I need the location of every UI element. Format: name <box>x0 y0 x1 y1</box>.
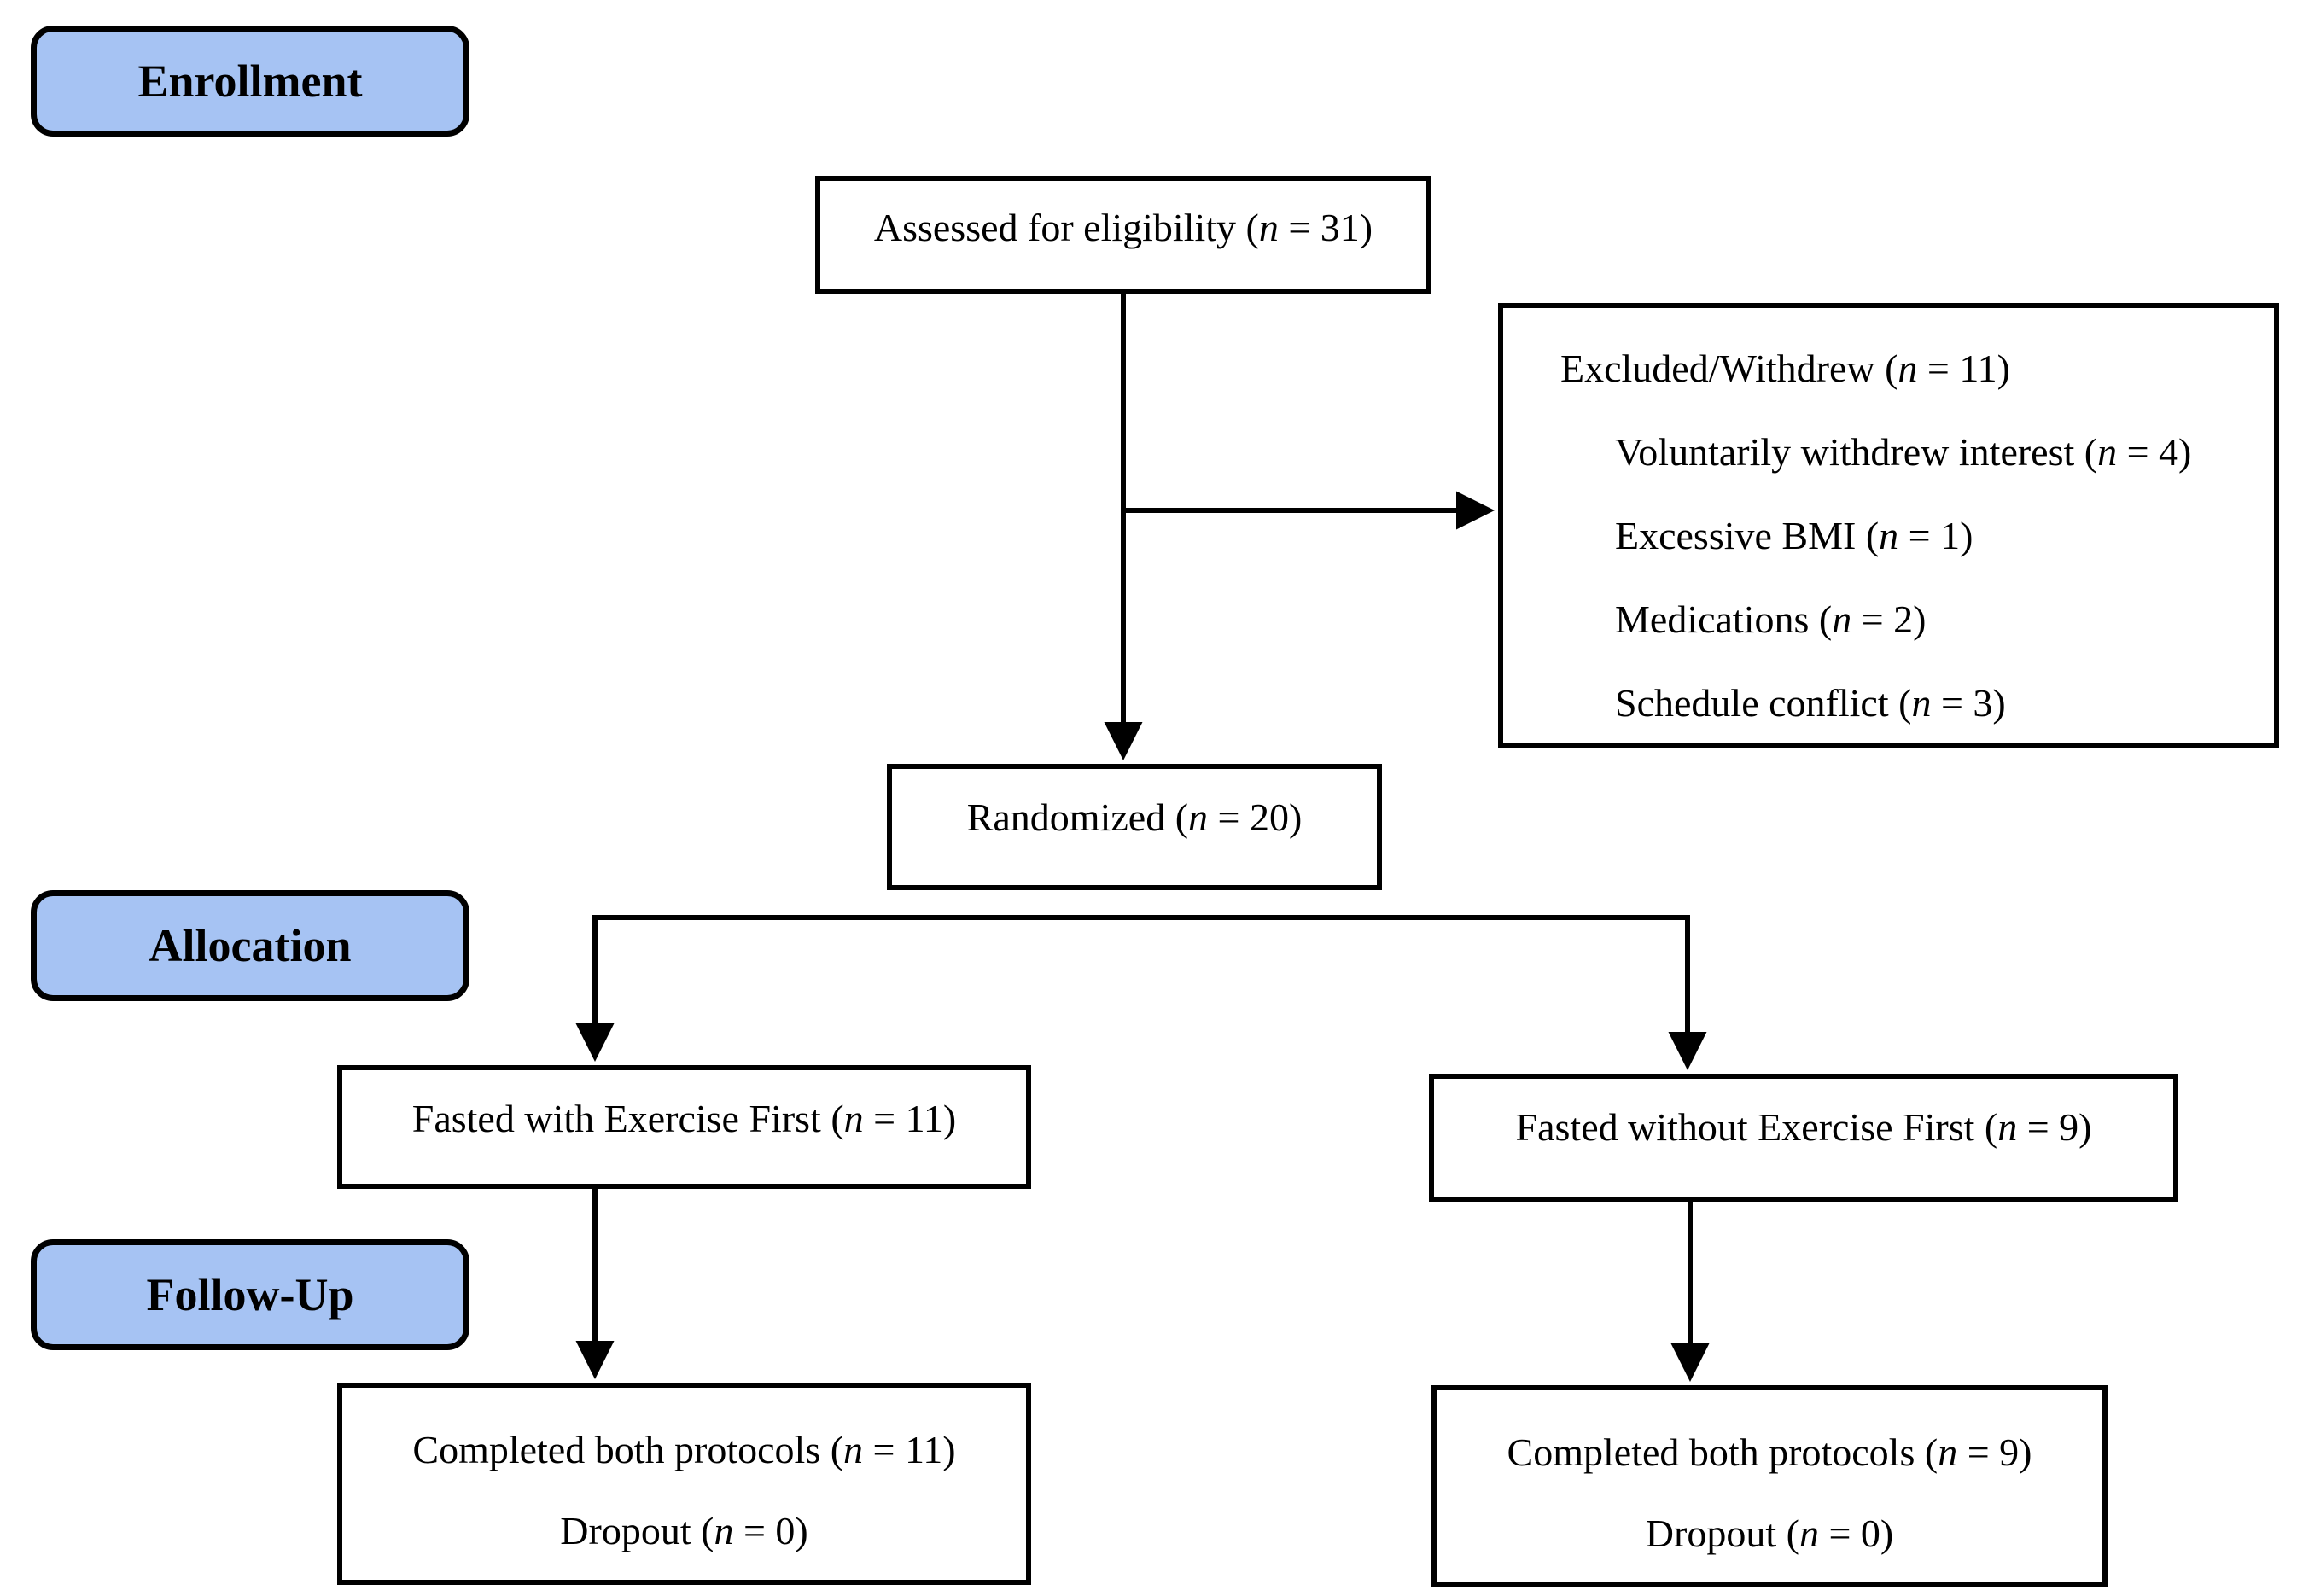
followup-left-dropout: Dropout (n = 0) <box>560 1509 808 1552</box>
assessed-text: Assessed for eligibility (n = 31) <box>873 206 1373 249</box>
randomized-box: Randomized (n = 20) <box>887 764 1382 890</box>
excluded-reason: Excessive BMI (n = 1) <box>1615 514 1973 557</box>
n-italic: n <box>1997 1105 2018 1149</box>
stage-label-enrollment-text: Enrollment <box>137 55 363 107</box>
randomized-text: Randomized (n = 20) <box>966 795 1303 839</box>
excluded-title: Excluded/Withdrew (n = 11) <box>1560 347 2010 390</box>
n-italic: n <box>2097 430 2118 474</box>
group-right-text: Fasted without Exercise First (n = 9) <box>1515 1105 2092 1149</box>
excluded-box: Excluded/Withdrew (n = 11) Voluntarily w… <box>1498 303 2279 748</box>
n-italic: n <box>714 1509 734 1552</box>
n-italic: n <box>1188 795 1209 839</box>
followup-right-completed: Completed both protocols (n = 9) <box>1507 1430 2032 1474</box>
followup-right-box: Completed both protocols (n = 9) Dropout… <box>1431 1385 2108 1587</box>
n-italic: n <box>1799 1512 1819 1555</box>
stage-label-allocation-text: Allocation <box>149 920 352 971</box>
n-italic: n <box>843 1097 864 1140</box>
assessed-box: Assessed for eligibility (n = 31) <box>815 176 1431 294</box>
excluded-reason: Voluntarily withdrew interest (n = 4) <box>1615 430 2192 474</box>
group-left-box: Fasted with Exercise First (n = 11) <box>337 1065 1031 1189</box>
stage-label-followup-text: Follow-Up <box>146 1269 354 1320</box>
stage-label-allocation: Allocation <box>31 890 469 1001</box>
n-italic: n <box>1879 514 1899 557</box>
excluded-reason: Medications (n = 2) <box>1615 597 1927 641</box>
n-italic: n <box>1832 597 1852 641</box>
followup-right-dropout: Dropout (n = 0) <box>1645 1512 1894 1555</box>
excluded-reason: Schedule conflict (n = 3) <box>1615 681 2006 725</box>
group-right-box: Fasted without Exercise First (n = 9) <box>1429 1074 2178 1202</box>
n-italic: n <box>1938 1430 1958 1474</box>
stage-label-enrollment: Enrollment <box>31 26 469 137</box>
n-italic: n <box>843 1428 864 1471</box>
n-italic: n <box>1258 206 1279 249</box>
stage-label-followup: Follow-Up <box>31 1239 469 1350</box>
followup-left-box: Completed both protocols (n = 11) Dropou… <box>337 1383 1031 1585</box>
n-italic: n <box>1911 681 1932 725</box>
n-italic: n <box>1898 347 1918 390</box>
followup-left-completed: Completed both protocols (n = 11) <box>412 1428 956 1471</box>
group-left-text: Fasted with Exercise First (n = 11) <box>411 1097 957 1140</box>
